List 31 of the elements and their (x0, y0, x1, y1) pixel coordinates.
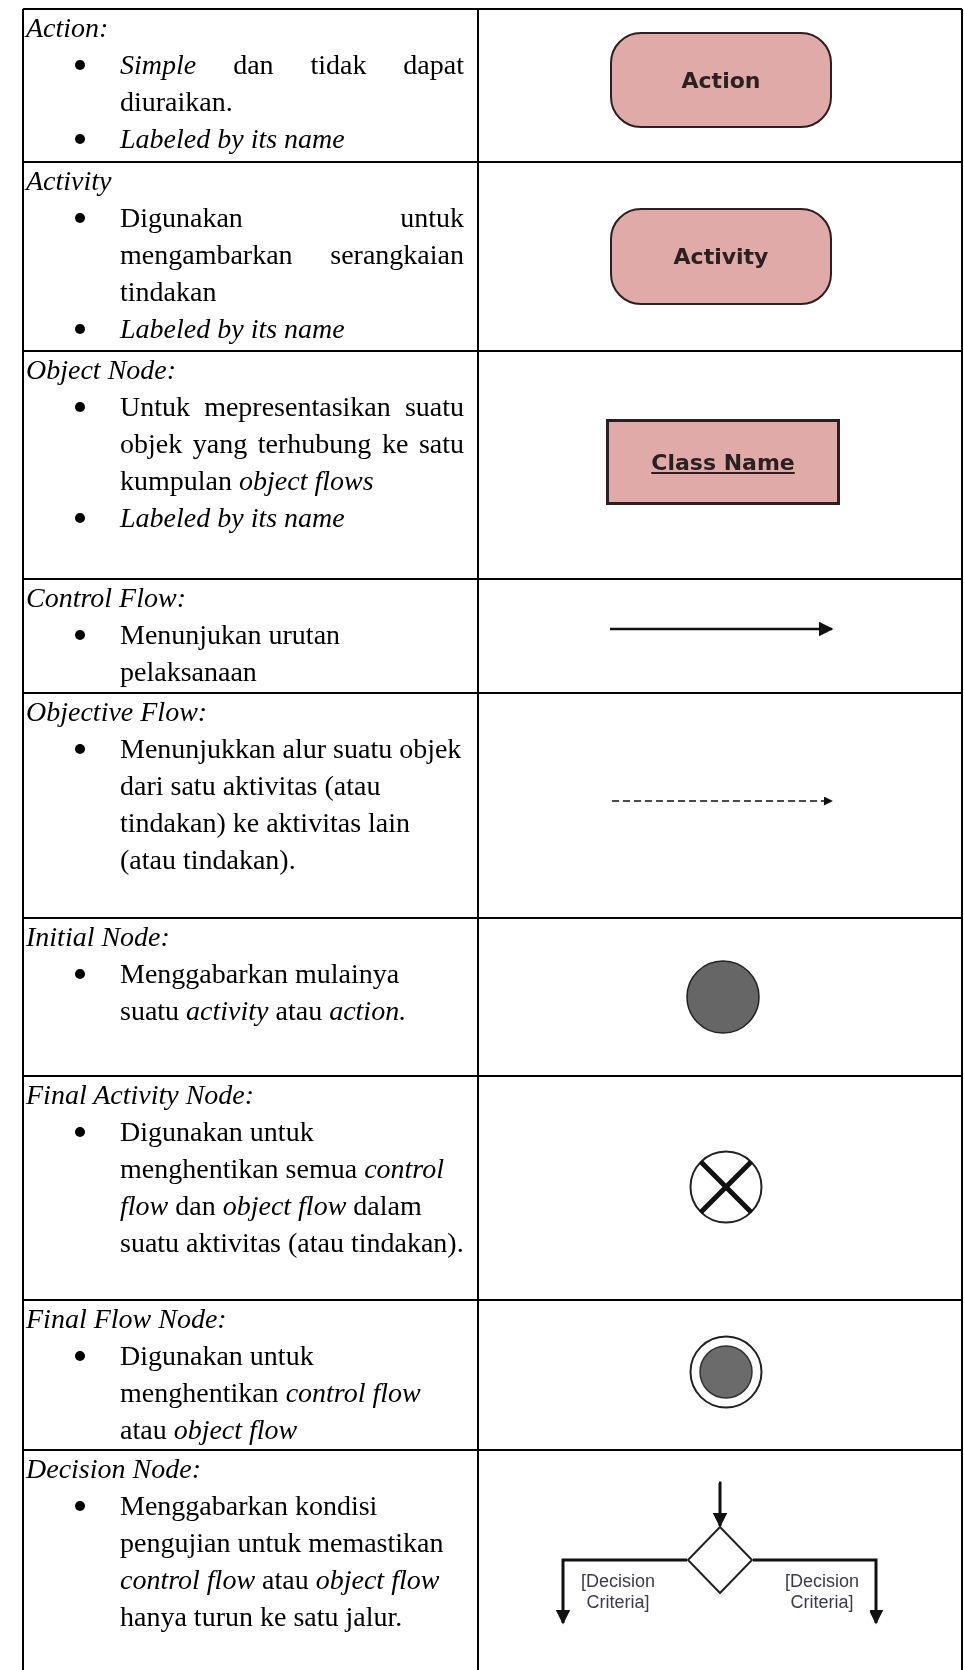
row-heading: Action: (23, 11, 110, 45)
action-box: Action (610, 32, 832, 128)
bullet-text: Menunjukan urutan pelaksanaan (120, 618, 342, 689)
bullet-text: Menunjukkan alur suatu objek dari satu aktivitas (atau tindakan) ke aktivitas lain (atau tindakan). (120, 732, 463, 877)
decision-diamond (687, 1526, 753, 1594)
bullet-text: Digunakan untuk menghentikan control flow atau object flow (120, 1339, 422, 1447)
bullet-text: Simple dan tidak dapat diuraikan. (120, 48, 464, 119)
row-heading: Control Flow: (25, 581, 187, 615)
bullet-text: Untuk mepresentasikan suatu objek yang terhubung ke satu kumpulan object flows (120, 390, 464, 498)
bullet-text: Menggabarkan mulainya suatu activity atau action. (120, 957, 408, 1028)
bullet-text: Digunakan untuk menghentikan semua control flow dan object flow dalam suatu aktivitas (atau tindakan). (120, 1115, 464, 1260)
bullet-text: Labeled by its name (120, 501, 346, 535)
arrow (753, 1558, 884, 1625)
action-box: Activity (610, 208, 832, 305)
row-heading: Objective Flow: (25, 695, 209, 729)
bullet-text: Menggabarkan kondisi pengujian untuk memastikan control flow atau object flow hanya turun ke satu jalur. (120, 1489, 445, 1634)
arrow (555, 1558, 687, 1625)
bullet-text: Digunakan untuk mengambarkan serangkaian tindakan (120, 201, 464, 309)
row-heading: Object Node: (25, 353, 178, 387)
row-heading: Initial Node: (25, 920, 171, 954)
row-heading: Activity (23, 164, 113, 198)
bullet-text: Labeled by its name (120, 122, 346, 156)
bullet-text: Labeled by its name (120, 312, 346, 346)
final-activity-node-circle (689, 1150, 763, 1224)
row-heading: Final Activity Node: (25, 1078, 256, 1112)
initial-node-circle (686, 960, 760, 1034)
object-box: Class Name (606, 419, 840, 505)
row-heading: Decision Node: (24, 1452, 202, 1486)
final-flow-node-circle (689, 1335, 763, 1409)
row-heading: Final Flow Node: (25, 1302, 228, 1336)
arrow (712, 1481, 728, 1528)
